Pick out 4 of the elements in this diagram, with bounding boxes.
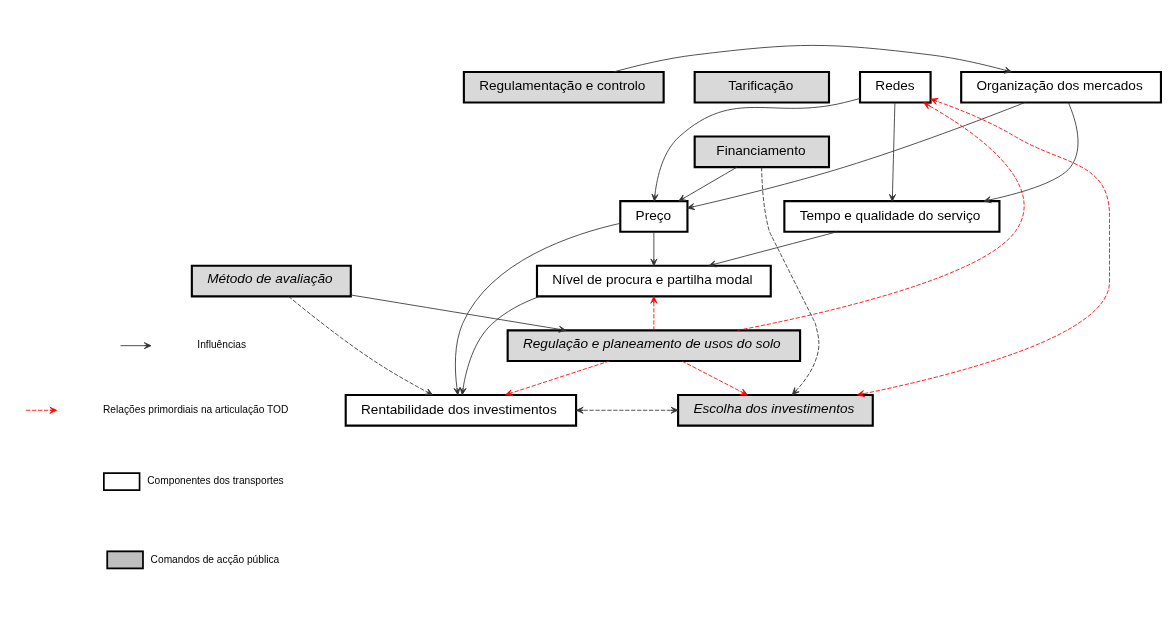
legend-label: Influências: [197, 339, 247, 351]
legend-label: Componentes dos transportes: [147, 475, 284, 487]
legend-label: Relações primordiais na articulação TOD: [103, 403, 289, 415]
legend-label: Comandos de acção pública: [150, 553, 280, 565]
